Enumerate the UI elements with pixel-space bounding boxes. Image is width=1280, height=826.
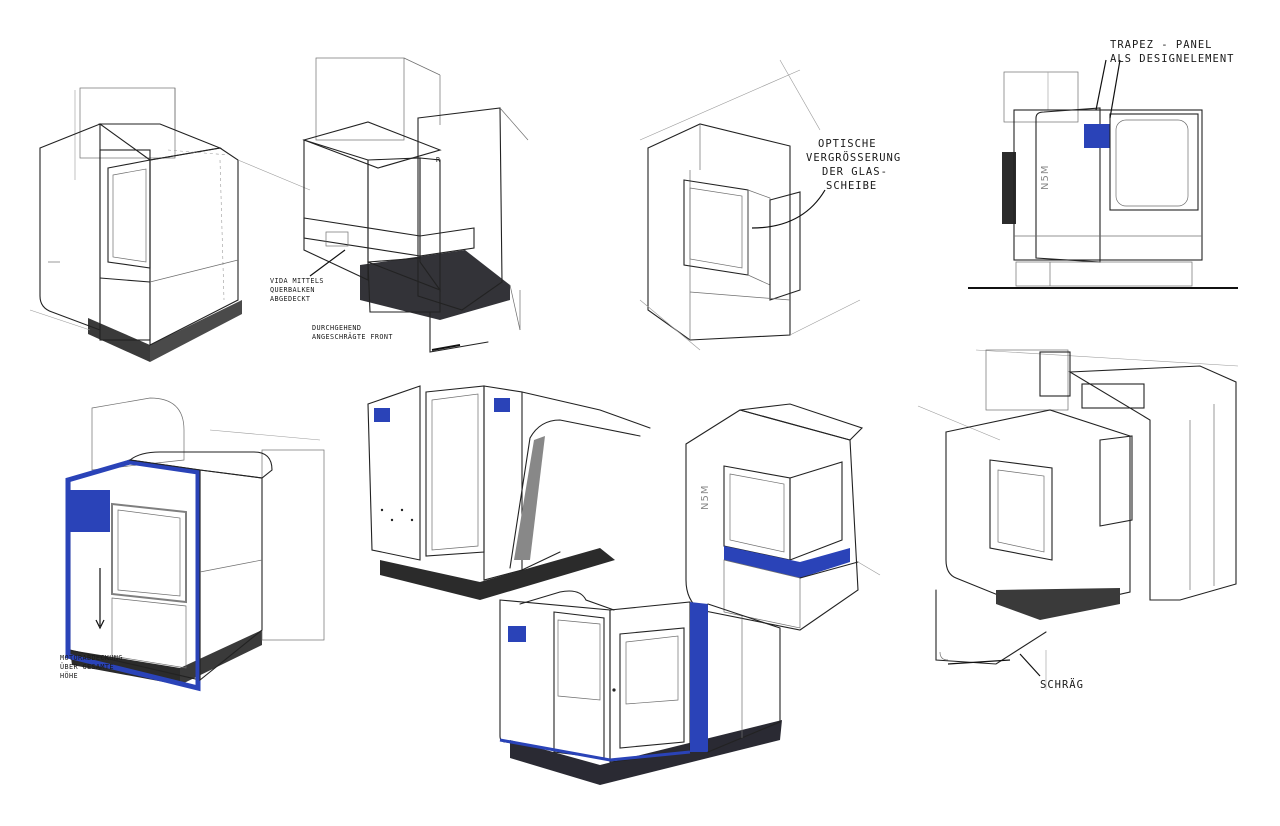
machine-body (39, 123, 101, 331)
door-frame (989, 459, 1053, 561)
note-slanted-front: DURCHGEHEND ANGESCHRÄGTE FRONT (312, 324, 393, 341)
sketch-machine-7: N5M (685, 403, 881, 631)
machine-body (685, 409, 859, 631)
glass-window (689, 187, 743, 269)
blue-accent (508, 626, 526, 642)
glass-window (112, 168, 147, 263)
door-frame (1109, 113, 1199, 211)
grey-bar (1081, 383, 1145, 409)
leader-slant (1019, 653, 1041, 677)
sketch-machine-3: OPTISCHE VERGRÖSSERUNG DER GLAS- SCHEIBE (639, 59, 909, 351)
blue-accent-top (70, 490, 110, 532)
brand-mark: N5M (1040, 165, 1051, 190)
blue-band (724, 546, 850, 578)
dark-door (425, 385, 485, 557)
leader-glass (751, 189, 826, 229)
note-motor-cover: MOTORABDECKUNG ÜBER GESAMTE HÖHE (60, 654, 127, 680)
glass-window (117, 509, 181, 597)
dark-door (367, 157, 421, 263)
door-frame (107, 159, 151, 269)
machine-body (302, 121, 442, 169)
sketch-machine-6 (367, 385, 651, 600)
door-frame (683, 179, 749, 276)
glass-window (729, 473, 785, 553)
dark-door (619, 627, 685, 749)
note-glass-enlargement: OPTISCHE VERGRÖSSERUNG DER GLAS- SCHEIBE (806, 138, 909, 192)
sketch-machine-2: R VIDA MITTELS QUERBALKEN ABGEDECKT DURC… (270, 57, 529, 353)
machine-body (647, 123, 791, 341)
sketch-machine-4: N5M TRAPEZ - PANEL ALS DESIGNELEMENT (968, 39, 1238, 289)
slant-arrow (947, 659, 1011, 665)
blue-accent (374, 408, 390, 422)
blue-frame (65, 459, 201, 692)
note-cover-crossbar: VIDA MITTELS QUERBALKEN ABGEDECKT (270, 277, 328, 303)
crossbar (303, 217, 475, 257)
trapezoid-panel (1084, 124, 1110, 148)
sketch-machine-9: SCHRÄG (917, 349, 1239, 691)
radius-label: R (436, 156, 441, 164)
brand-mark: N5M (700, 485, 711, 510)
machine-body (367, 385, 421, 561)
glass-window (1115, 119, 1189, 207)
leader-panel (1095, 59, 1121, 119)
dark-door (553, 611, 605, 759)
sketch-machine-1 (29, 87, 311, 362)
door-frame (111, 502, 187, 604)
machine-body (499, 599, 611, 761)
note-trapezoid-panel: TRAPEZ - PANEL ALS DESIGNELEMENT (1110, 39, 1234, 65)
sketch-machine-5: MOTORABDECKUNG ÜBER GESAMTE HÖHE (60, 397, 325, 692)
note-slant: SCHRÄG (1040, 678, 1084, 691)
blue-frame (690, 602, 708, 752)
glass-window (997, 469, 1045, 553)
blue-accent (494, 398, 510, 412)
machine-body (945, 409, 1131, 613)
sketch-machine-8 (499, 590, 782, 785)
machine-body (1013, 109, 1203, 261)
